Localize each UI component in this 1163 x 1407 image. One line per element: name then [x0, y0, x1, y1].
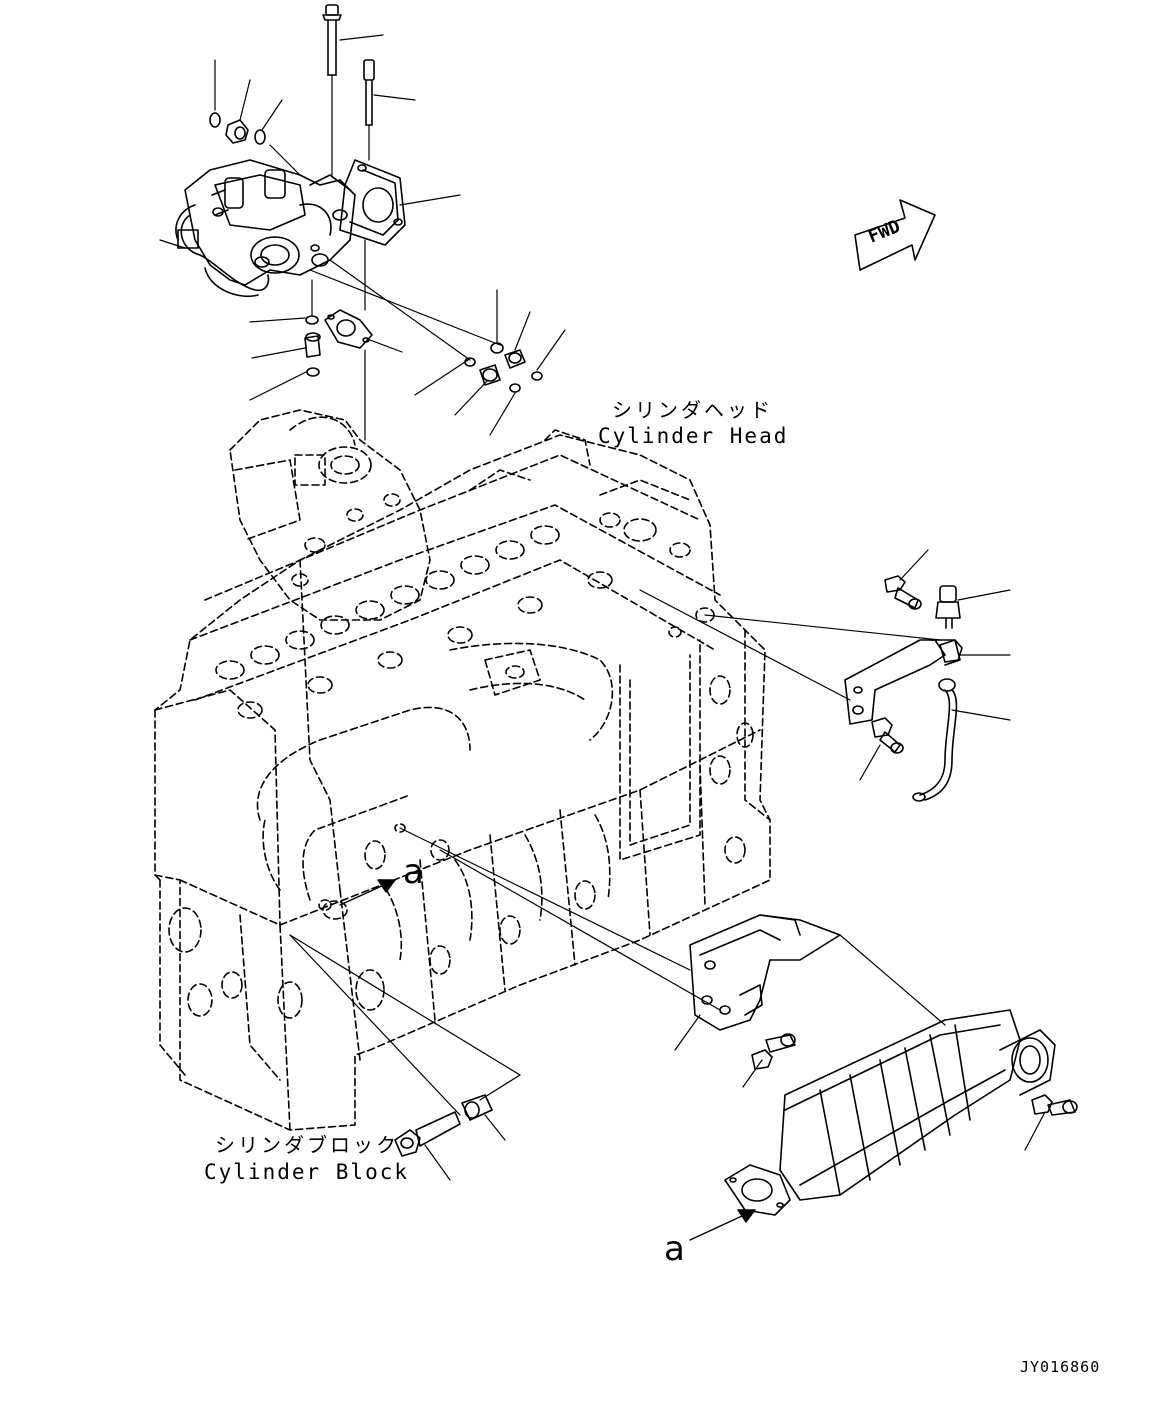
view-a-label-bottom: a — [664, 1229, 685, 1269]
block-small-parts — [395, 1095, 492, 1156]
forward-arrow — [855, 200, 935, 270]
egr-valve — [176, 160, 405, 296]
sensor-bracket-assembly — [845, 576, 962, 801]
cylinder-head-label-jp: シリンダヘッド — [612, 398, 773, 422]
cylinder-block-label-en: Cylinder Block — [204, 1160, 410, 1184]
view-a-label-top: a — [403, 852, 424, 892]
cylinder-block-label-jp: シリンダブロック — [215, 1133, 399, 1157]
engine-block — [155, 410, 770, 1130]
view-arrows — [340, 880, 755, 1240]
cylinder-head-label-en: Cylinder Head — [598, 424, 789, 448]
drawing-code: JY016860 — [1020, 1358, 1101, 1376]
leader-lines — [160, 35, 1045, 1180]
egr-cooler — [725, 1010, 1077, 1215]
cooler-bracket — [690, 915, 840, 1069]
small-parts-top — [210, 5, 542, 392]
